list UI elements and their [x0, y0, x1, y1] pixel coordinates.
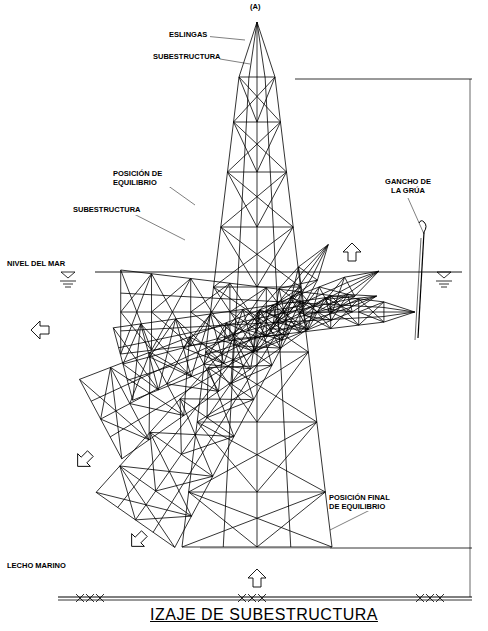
seabed-hatch — [238, 594, 246, 602]
callout-label: ESLINGAS — [168, 31, 210, 40]
dimension-line — [470, 79, 471, 548]
callout-label: GANCHO DE LA GRÚA — [384, 178, 432, 195]
water-level-symbol — [441, 287, 447, 288]
seabed-hatch — [426, 594, 434, 602]
callout-label: (A) — [249, 3, 281, 12]
crane-hook-line — [415, 238, 421, 340]
seabed-hatch — [238, 594, 246, 602]
seabed-hatch — [258, 594, 266, 602]
seabed-hatch — [76, 594, 84, 602]
water-level-symbol — [61, 272, 75, 278]
crane-hook-line — [418, 232, 424, 338]
seabed-hatch — [426, 594, 434, 602]
seabed-line — [58, 596, 472, 597]
reference-line — [330, 548, 472, 549]
motion-arrow — [71, 447, 96, 472]
seabed-hatch — [76, 594, 84, 602]
jacket-structure — [113, 260, 386, 400]
water-level-symbol — [60, 281, 76, 282]
jacket-structure — [80, 231, 400, 458]
seabed-hatch — [248, 594, 256, 602]
motion-arrow — [125, 527, 150, 552]
seabed-hatch — [436, 594, 444, 602]
callout-label: LECHO MARINO — [6, 562, 68, 571]
reference-line — [295, 79, 472, 80]
seabed-hatch — [258, 594, 266, 602]
seabed-line — [58, 600, 472, 601]
jacket-structure — [182, 22, 332, 547]
seabed-hatch — [436, 594, 444, 602]
callout-label: POSICIÓN FINAL DE EQUILIBRIO — [328, 494, 400, 511]
motion-arrow — [31, 321, 49, 339]
seabed-hatch — [248, 594, 256, 602]
callout-label: SUBESTRUCTURA — [72, 206, 140, 215]
seabed-hatch — [416, 594, 424, 602]
water-level-symbol — [437, 272, 451, 278]
seabed-hatch — [96, 594, 104, 602]
water-level-symbol — [63, 284, 73, 285]
seabed-hatch — [416, 594, 424, 602]
motion-arrow — [343, 243, 361, 261]
dimension-line — [470, 548, 471, 597]
callout-label: NIVEL DEL MAR — [6, 260, 72, 269]
drawing-caption: IZAJE DE SUBESTRUCTURA — [150, 606, 378, 624]
seabed-hatch — [86, 594, 94, 602]
water-level-symbol — [436, 281, 452, 282]
callout-label: SUBESTRUCTURA — [152, 53, 220, 62]
leader-line — [204, 36, 245, 40]
seabed-hatch — [96, 594, 104, 602]
callout-label: POSICIÓN DE EQUILIBRIO — [112, 170, 170, 187]
water-level-symbol — [439, 284, 449, 285]
seabed-hatch — [86, 594, 94, 602]
leader-line — [130, 212, 185, 240]
reference-line — [200, 548, 330, 549]
leader-line — [408, 198, 424, 234]
water-level-symbol — [65, 287, 71, 288]
sea-level-line — [95, 272, 462, 273]
jacket-structure — [96, 217, 367, 547]
motion-arrow — [248, 569, 266, 587]
